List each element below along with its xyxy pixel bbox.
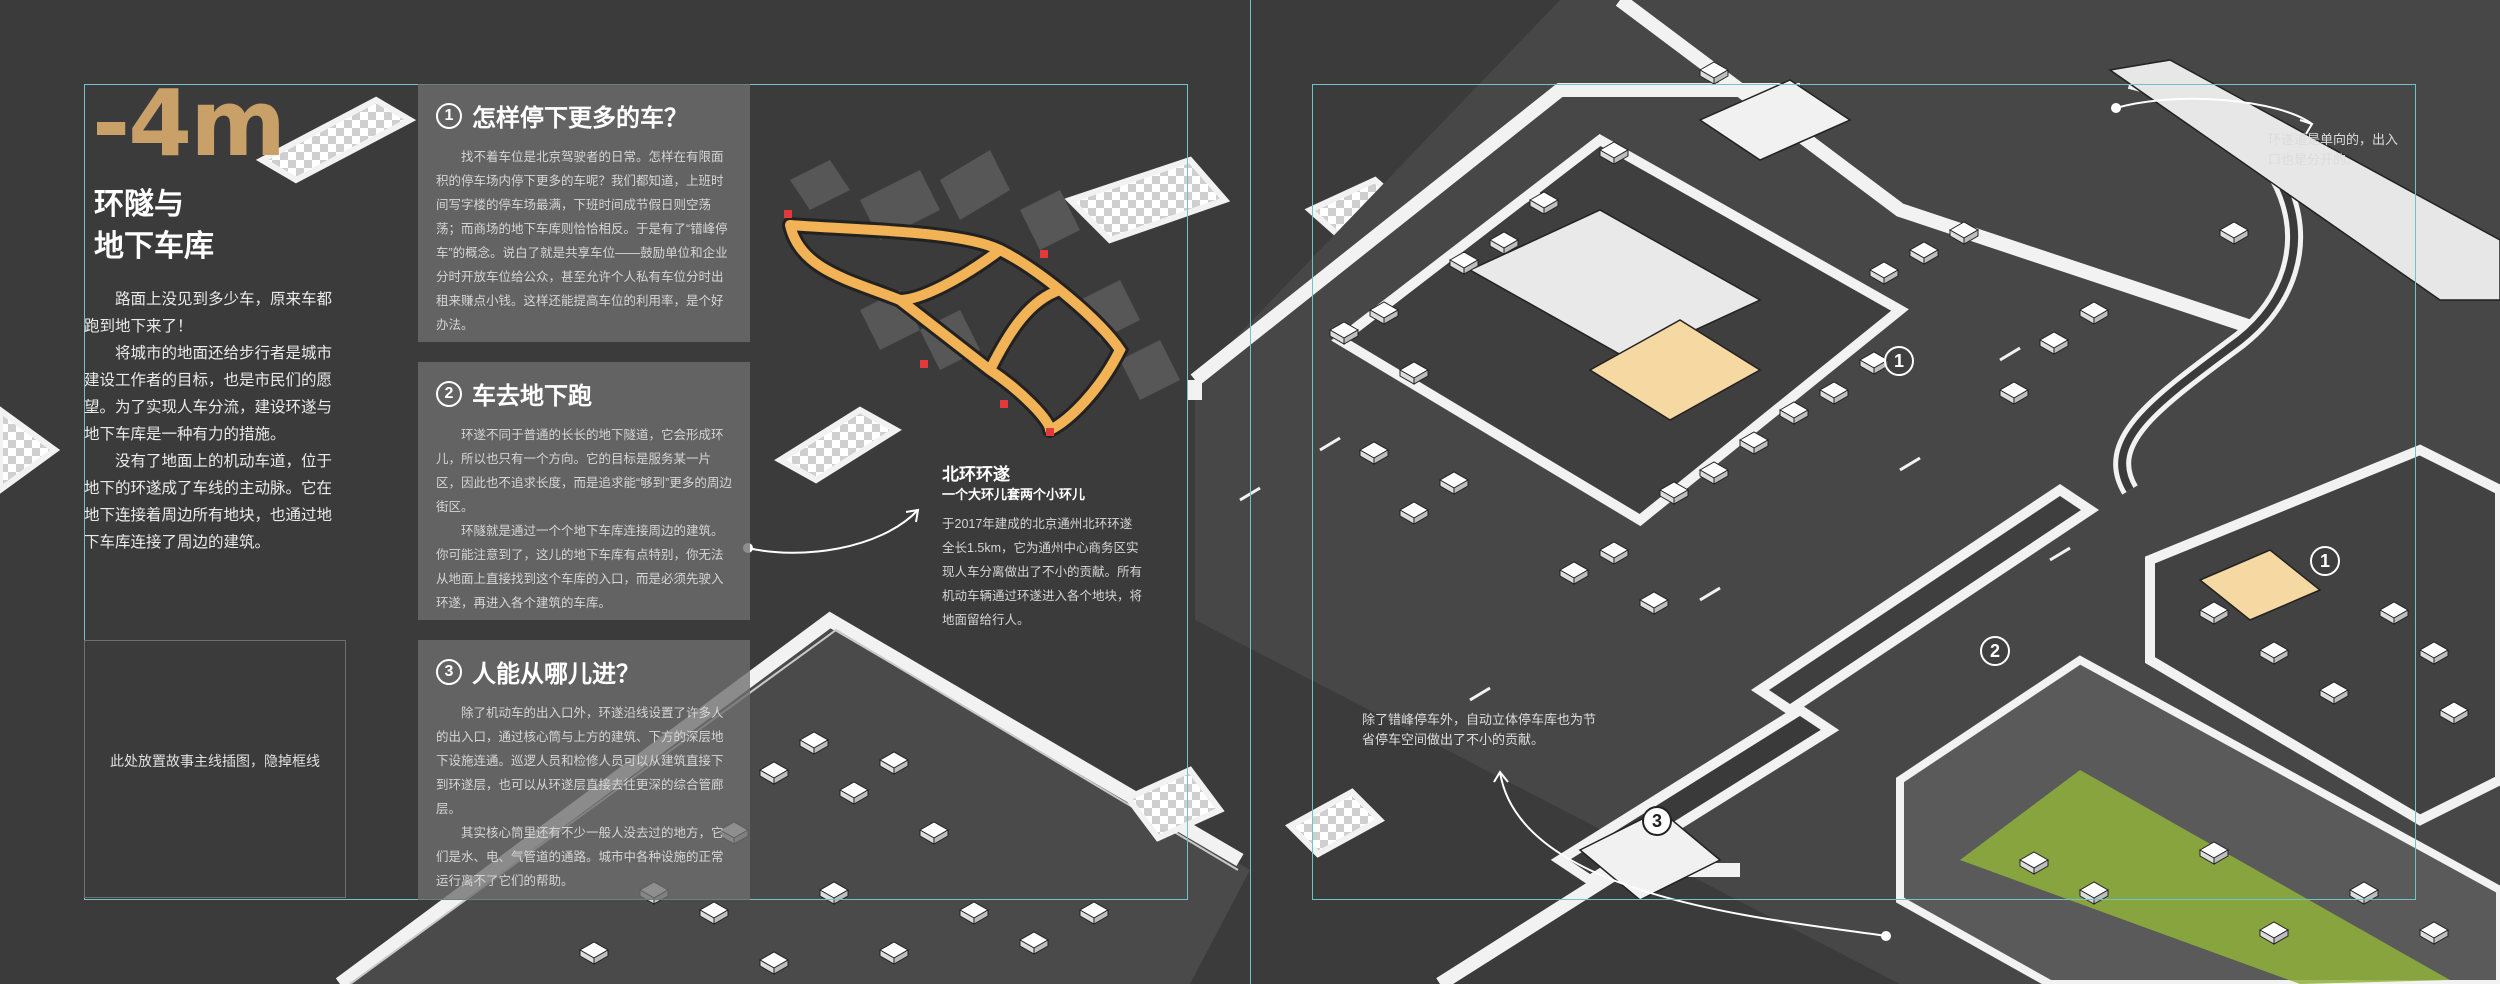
question-number-badge: 2 bbox=[436, 380, 462, 407]
depth-label: -4m bbox=[92, 70, 286, 177]
north-loop-title: 北环环遂 bbox=[942, 465, 1010, 484]
question-number-badge: 3 bbox=[436, 658, 462, 685]
question-box-1: 1 怎样停下更多的车？ 找不着车位是北京驾驶者的日常。怎样在有限面积的停车场内停… bbox=[418, 84, 750, 342]
question-paragraph: 除了机动车的出入口外，环遂沿线设置了许多人的出入口，通过核心筒与上方的建筑、下方… bbox=[436, 706, 724, 816]
placeholder-text: 此处放置故事主线插图，隐掉框线 bbox=[110, 753, 320, 769]
question-number-badge: 1 bbox=[436, 102, 462, 129]
map-marker-2: 2 bbox=[1980, 636, 2010, 666]
question-heading: 1 怎样停下更多的车？ bbox=[436, 98, 732, 133]
page-title-line2: 地下车库 bbox=[94, 230, 214, 263]
right-road-network bbox=[1188, 0, 2500, 984]
map-marker-1: 1 bbox=[2310, 546, 2340, 576]
placeholder-frame: 此处放置故事主线插图，隐掉框线 bbox=[84, 640, 346, 898]
auto-garage-note: 除了错峰停车外，自动立体停车库也为节省停车空间做出了不小的贡献。 bbox=[1362, 712, 1597, 747]
intro-paragraph: 路面上没见到多少车，原来车都跑到地下来了！ bbox=[84, 291, 333, 335]
question-heading: 2 车去地下跑 bbox=[436, 376, 732, 411]
right-guide-frame bbox=[1312, 84, 2416, 900]
question-body: 除了机动车的出入口外，环遂沿线设置了许多人的出入口，通过核心筒与上方的建筑、下方… bbox=[436, 701, 732, 893]
arrow-curve-icon bbox=[747, 97, 2314, 937]
question-title: 人能从哪儿进？ bbox=[472, 661, 640, 688]
question-title: 怎样停下更多的车？ bbox=[472, 105, 688, 132]
north-loop-body: 于2017年建成的北京通州北环环遂全长1.5km，它为通州中心商务区实现人车分离… bbox=[942, 512, 1142, 632]
map-marker-3: 3 bbox=[1642, 806, 1672, 836]
question-body: 环遂不同于普通的长长的地下隧道，它会形成环儿，所以也只有一个方向。它的目标是服务… bbox=[436, 423, 732, 615]
intro-text: 路面上没见到多少车，原来车都跑到地下来了！ 将城市的地面还给步行者是城市建设工作… bbox=[84, 286, 344, 556]
page-title-line1: 环隧与 bbox=[94, 188, 184, 221]
question-paragraph: 找不着车位是北京驾驶者的日常。怎样在有限面积的停车场内停下更多的车呢？我们都知道… bbox=[436, 150, 728, 332]
page-title: 环隧与 地下车库 bbox=[94, 184, 354, 268]
intro-paragraph: 没有了地面上的机动车道，位于地下的环遂成了车线的主动脉。它在地下连接着周边所有地… bbox=[84, 453, 333, 551]
question-box-2: 2 车去地下跑 环遂不同于普通的长长的地下隧道，它会形成环儿，所以也只有一个方向… bbox=[418, 362, 750, 620]
question-heading: 3 人能从哪儿进？ bbox=[436, 654, 732, 689]
intro-paragraph: 将城市的地面还给步行者是城市建设工作者的目标，也是市民们的愿望。为了实现人车分流… bbox=[84, 345, 333, 443]
north-loop-subtitle: 一个大环儿套两个小环儿 bbox=[942, 487, 1086, 502]
question-paragraph: 环隧就是通过一个个地下车库连接周边的建筑。你可能注意到了，这儿的地下车库有点特别… bbox=[436, 524, 724, 610]
north-loop-paragraph: 于2017年建成的北京通州北环环遂全长1.5km，它为通州中心商务区实现人车分离… bbox=[942, 517, 1143, 627]
page-gutter-line bbox=[1250, 0, 1251, 984]
question-box-3: 3 人能从哪儿进？ 除了机动车的出入口外，环遂沿线设置了许多人的出入口，通过核心… bbox=[418, 640, 750, 900]
one-way-note: 环遂道是单向的，出入口也是分开的。 bbox=[2268, 132, 2399, 167]
loop-map-icon bbox=[782, 150, 1180, 438]
question-paragraph: 其实核心筒里还有不少一般人没去过的地方，它们是水、电、气管道的通路。城市中各种设… bbox=[436, 826, 724, 888]
map-marker-1: 1 bbox=[1884, 346, 1914, 376]
question-body: 找不着车位是北京驾驶者的日常。怎样在有限面积的停车场内停下更多的车呢？我们都知道… bbox=[436, 145, 732, 337]
question-title: 车去地下跑 bbox=[472, 383, 592, 410]
question-paragraph: 环遂不同于普通的长长的地下隧道，它会形成环儿，所以也只有一个方向。它的目标是服务… bbox=[436, 428, 732, 514]
